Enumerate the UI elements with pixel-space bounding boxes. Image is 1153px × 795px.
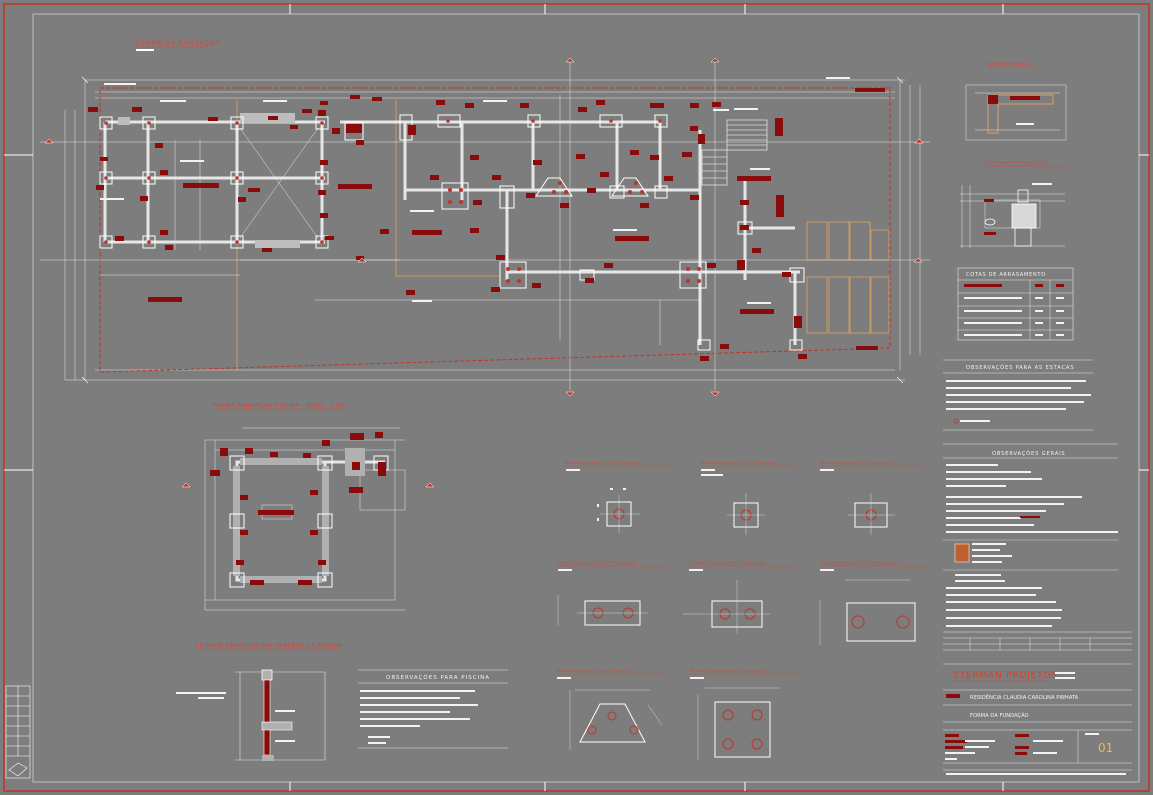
title-detalhe-paredes: DETALHE GENÉRICO DAS PAREDES DA PISCINA <box>195 641 343 649</box>
general-notes-panel: OBSERVAÇÕES GERAIS <box>943 443 1132 633</box>
svg-text:DETALHE DOS BLOCOS DE 2 ESTACA: DETALHE DOS BLOCOS DE 2 ESTACAS (B3) <box>820 561 897 565</box>
plan-detail: DETALHE EM PLANTA <box>965 61 1067 141</box>
title-forma-fundacao: FORMA DA FUNDAÇÃO <box>136 40 221 47</box>
cotas-title: COTAS DE ARRASAMENTO <box>966 272 1046 278</box>
main-foundation-plan <box>40 57 930 397</box>
block-detail-b2: DETALHE DOS BLOCOS DE 2 ESTACAS (B2) <box>683 561 798 633</box>
svg-text:DETALHE DOS BLOCOS DE 2 ESTACA: DETALHE DOS BLOCOS DE 2 ESTACAS (B2) <box>689 561 766 565</box>
svg-text:DETALHE DOS BLOCOS DE 1 ESTACA: DETALHE DOS BLOCOS DE 1 ESTACA (A2) <box>701 461 776 465</box>
svg-text:DETALHE EM PLANTA: DETALHE EM PLANTA <box>988 61 1028 66</box>
pool-foundation-plan <box>181 427 435 611</box>
block-detail-a2: DETALHE DOS BLOCOS DE 1 ESTACA (A2) <box>701 461 798 535</box>
project-name: RESIDÊNCIA CLAUDIA CAROLINA PINHATA <box>970 693 1079 701</box>
title-forma-piscina: FORMA FUNDAÇÃO PISCINA - NIVEL -1.50 <box>213 402 344 409</box>
wall-detail <box>176 669 326 761</box>
block-detail-c1: DETALHE DOS BLOCOS DE 3 ESTACAS (C1) <box>557 669 665 750</box>
title-block: STERMAN PROJETOS RESIDÊNCIA CLAUDIA CARO… <box>943 637 1132 775</box>
general-notes-title: OBSERVAÇÕES GERAIS <box>992 450 1066 457</box>
svg-text:DETALHE DOS BLOCOS DE 1 ESTACA: DETALHE DOS BLOCOS DE 1 ESTACA (A3) <box>820 461 895 465</box>
piles-notes-title: OBSERVAÇÕES PARA AS ESTACAS <box>966 364 1074 371</box>
drawing-name: FORMA DA FUNDAÇÃO <box>970 712 1029 719</box>
block-detail-d1: DETALHE DOS BLOCOS DE 4 ESTACAS (D1) <box>690 669 800 760</box>
svg-text:DETALHE DOS BLOCOS DE 4 ESTACA: DETALHE DOS BLOCOS DE 4 ESTACAS (D1) <box>690 669 768 673</box>
sheet-number: 01 <box>1098 741 1113 755</box>
svg-text:DETALHE DOS BLOCOS DE 1 ESTACA: DETALHE DOS BLOCOS DE 1 ESTACA (A1) <box>565 461 640 465</box>
block-detail-a1: DETALHE DOS BLOCOS DE 1 ESTACA (A1) <box>565 461 675 533</box>
company-name: STERMAN PROJETOS <box>953 671 1058 681</box>
block-section-detail: CORTE GENÉRICO DOS BLOCOS <box>960 160 1065 248</box>
revision-table <box>5 685 31 779</box>
svg-text:CORTE GENÉRICO DOS BLOCOS: CORTE GENÉRICO DOS BLOCOS <box>985 160 1046 165</box>
svg-text:DETALHE DOS BLOCOS DE 3 ESTACA: DETALHE DOS BLOCOS DE 3 ESTACAS (C1) <box>557 669 635 673</box>
pool-notes-panel: OBSERVAÇÕES PARA PISCINA <box>358 669 508 749</box>
svg-text:DETALHE DOS BLOCOS DE 2 ESTACA: DETALHE DOS BLOCOS DE 2 ESTACAS (B1) <box>558 561 635 565</box>
piles-notes-panel: OBSERVAÇÕES PARA AS ESTACAS <box>943 359 1093 431</box>
block-detail-b1: DETALHE DOS BLOCOS DE 2 ESTACAS (B1) <box>557 561 668 626</box>
block-detail-b3: DETALHE DOS BLOCOS DE 2 ESTACAS (B3) <box>819 561 930 645</box>
inner-frame <box>32 13 1140 783</box>
cotas-table: COTAS DE ARRASAMENTO <box>957 267 1074 341</box>
block-detail-a3: DETALHE DOS BLOCOS DE 1 ESTACA (A3) <box>820 461 924 535</box>
pool-notes-title: OBSERVAÇÕES PARA PISCINA <box>386 674 490 681</box>
outer-frame <box>3 3 1150 792</box>
